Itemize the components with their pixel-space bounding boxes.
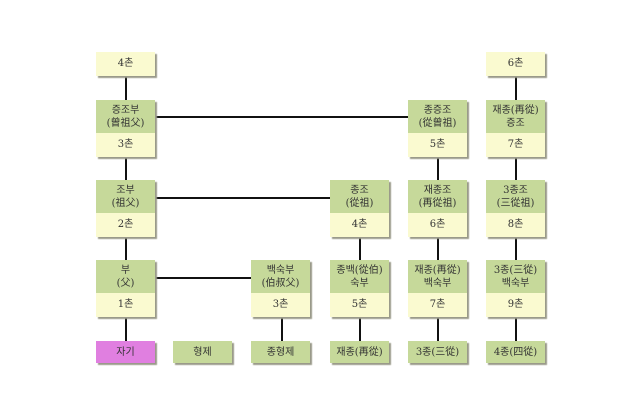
degree-box: 6촌 [486,52,545,76]
degree-label: 7촌 [408,293,467,317]
connector-line [515,237,517,260]
connector-line [155,277,251,279]
connector-line [359,317,361,341]
degree-label: 5촌 [330,293,389,317]
kin-box: 3종조 (三從祖)8촌 [486,180,545,237]
connector-line [155,197,330,199]
connector-line [125,317,127,341]
kin-title: 증조부 (曾祖父) [96,100,155,133]
kin-title: 종백(從伯) 숙부 [330,260,389,293]
degree-label: 2촌 [96,213,155,237]
kin-box-grandfather: 조부 (祖父)2촌 [96,180,155,237]
kin-title: 재종(再從) 증조 [486,100,545,133]
kin-title: 형제 [173,341,232,363]
degree-label: 3촌 [96,133,155,157]
degree-box: 4촌 [96,52,155,76]
degree-label: 3촌 [251,293,310,317]
degree-label: 5촌 [408,133,467,157]
connector-line [515,317,517,341]
kin-box: 형제 [173,341,232,363]
kin-title: 3종(三從) 백숙부 [486,260,545,293]
degree-label: 4촌 [330,213,389,237]
degree-label: 6촌 [408,213,467,237]
kin-title: 재종(再從) [330,341,389,363]
connector-line [437,237,439,260]
kin-box: 3종(三從) [408,341,467,363]
kin-title: 재종조 (再從祖) [408,180,467,213]
connector-line [359,237,361,260]
degree-label: 6촌 [486,52,545,76]
kin-box: 종형제 [251,341,310,363]
kin-box-great-grandfather: 증조부 (曾祖父)3촌 [96,100,155,157]
kin-title: 3종(三從) [408,341,467,363]
kin-title: 자기 [96,341,155,363]
connector-line [437,317,439,341]
kin-title: 재종(再從) 백숙부 [408,260,467,293]
connector-line [515,76,517,100]
kin-title: 3종조 (三從祖) [486,180,545,213]
connector-line [125,157,127,180]
kin-box-self: 자기 [96,341,155,363]
connector-line [155,116,408,118]
connector-line [125,76,127,100]
kin-box: 백숙부 (伯叔父)3촌 [251,260,310,317]
kin-title: 종조 (從祖) [330,180,389,213]
degree-label: 4촌 [96,52,155,76]
kin-title: 부 (父) [96,260,155,293]
kin-box: 종조 (從祖)4촌 [330,180,389,237]
degree-label: 1촌 [96,293,155,317]
kin-box: 4종(四從) [486,341,545,363]
kin-box: 종증조 (從曾祖)5촌 [408,100,467,157]
kin-title: 4종(四從) [486,341,545,363]
degree-label: 7촌 [486,133,545,157]
connector-line [125,237,127,260]
connector-line [437,157,439,180]
kin-title: 조부 (祖父) [96,180,155,213]
kin-box-father: 부 (父)1촌 [96,260,155,317]
degree-label: 8촌 [486,213,545,237]
degree-label: 9촌 [486,293,545,317]
kin-box: 재종(再從) [330,341,389,363]
connector-line [281,317,283,341]
kin-box: 재종조 (再從祖)6촌 [408,180,467,237]
kin-title: 종형제 [251,341,310,363]
connector-line [515,157,517,180]
kin-title: 백숙부 (伯叔父) [251,260,310,293]
kin-title: 종증조 (從曾祖) [408,100,467,133]
